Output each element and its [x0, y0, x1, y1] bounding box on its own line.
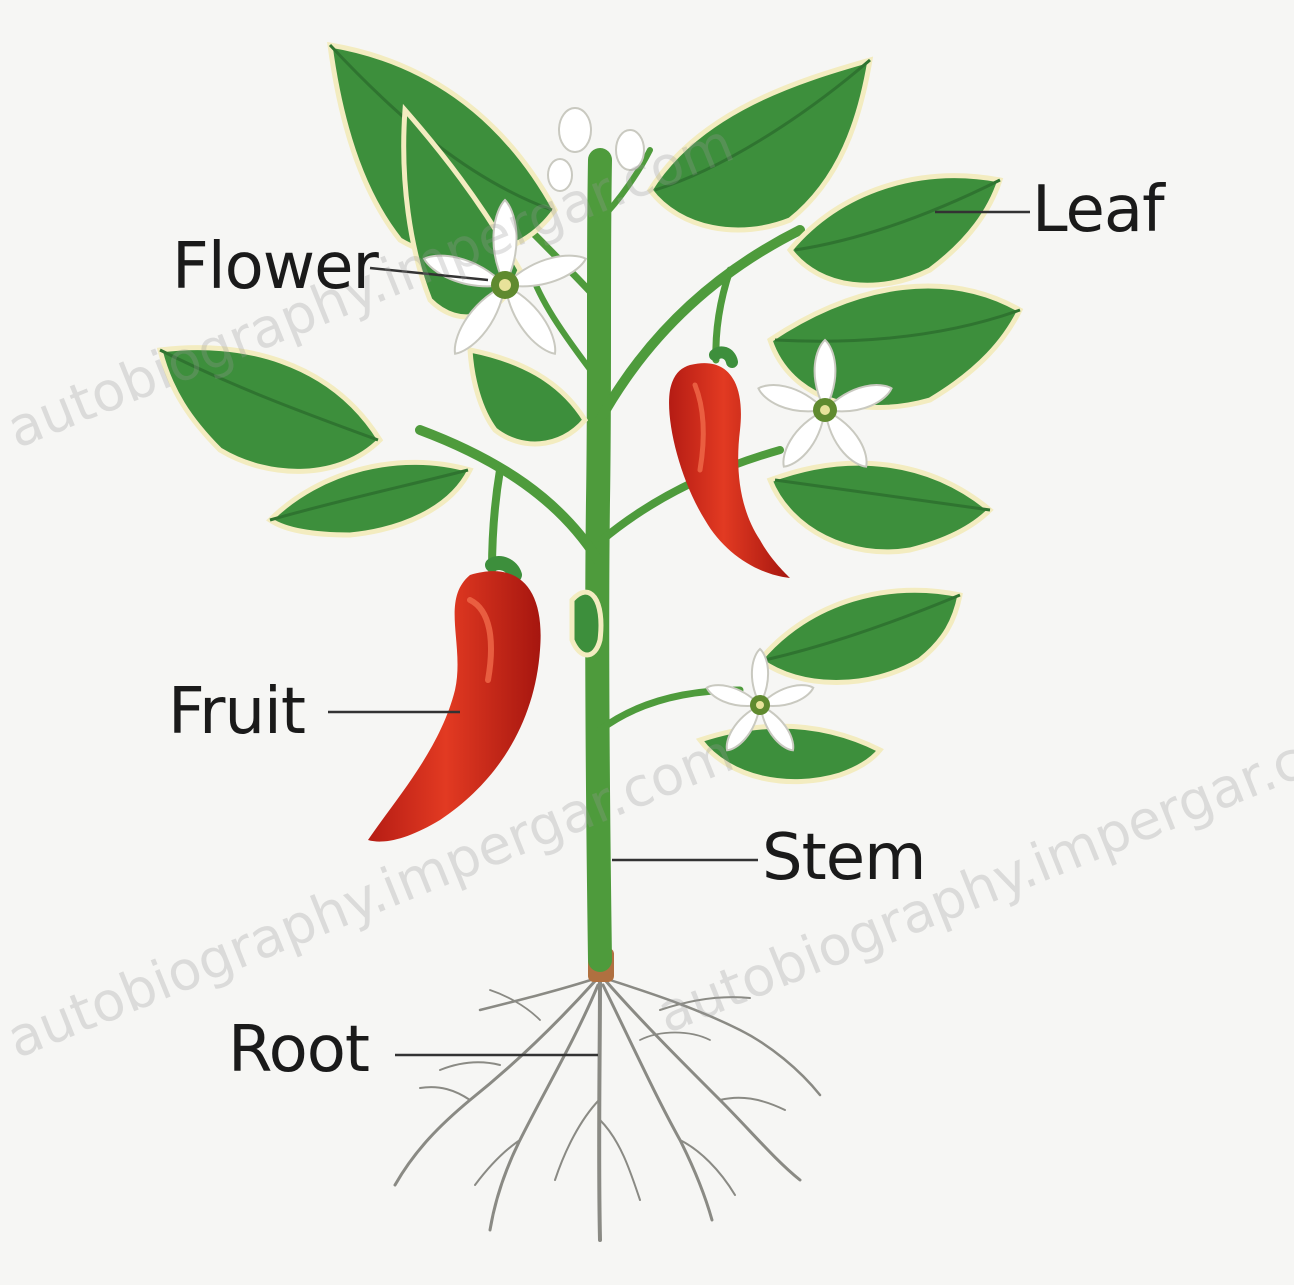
leaf-stem-bud [572, 592, 601, 655]
label-fruit: Fruit [168, 680, 305, 744]
label-stem: Stem [762, 826, 925, 890]
label-root: Root [228, 1018, 369, 1082]
label-flower: Flower [172, 235, 378, 299]
label-leaf: Leaf [1032, 178, 1164, 242]
